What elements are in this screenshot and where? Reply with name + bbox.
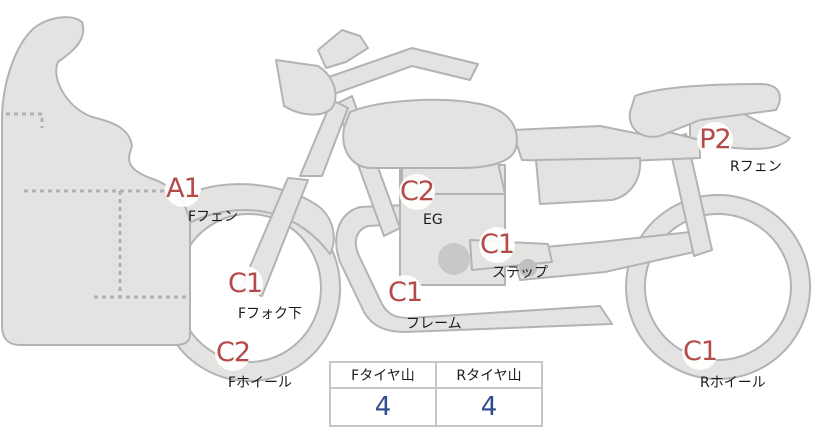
seat-cushion bbox=[628, 83, 781, 138]
front-fairing bbox=[1, 16, 191, 346]
headlight bbox=[275, 59, 337, 116]
label-frame: フレーム bbox=[406, 316, 462, 332]
label-front-fender: Fフェン bbox=[188, 209, 239, 225]
grade-front-wheel: C2 bbox=[215, 335, 251, 371]
front-tread-value: 4 bbox=[329, 387, 437, 427]
label-front-fork-lower: Fフォク下 bbox=[238, 306, 303, 322]
rear-tread-value: 4 bbox=[435, 387, 543, 427]
grade-rear-fender: P2 bbox=[697, 122, 733, 158]
grade-rear-wheel: C1 bbox=[682, 334, 718, 370]
frame-lower-loop bbox=[335, 204, 613, 333]
grade-front-fender: A1 bbox=[165, 171, 201, 207]
rear-wheel-ring bbox=[625, 194, 812, 380]
fairing-seam-top bbox=[6, 112, 44, 128]
side-cover bbox=[535, 157, 642, 205]
grade-step: C1 bbox=[479, 227, 515, 263]
front-tread-header: Fタイヤ山 bbox=[329, 361, 437, 389]
fuel-tank bbox=[342, 98, 518, 169]
fork-upper bbox=[299, 99, 349, 177]
label-engine: EG bbox=[423, 212, 443, 228]
grade-frame: C1 bbox=[387, 275, 423, 311]
label-front-wheel: Fホイール bbox=[228, 375, 293, 391]
engine-cover-circle bbox=[438, 243, 470, 275]
tire-tread-table: Fタイヤ山 Rタイヤ山 4 4 bbox=[329, 361, 543, 427]
fork-tube bbox=[239, 177, 309, 297]
rear-tread-header: Rタイヤ山 bbox=[435, 361, 543, 389]
label-rear-fender: Rフェン bbox=[730, 159, 782, 175]
grade-engine: C2 bbox=[399, 174, 435, 210]
step-pivot-circle bbox=[519, 259, 537, 277]
label-step: ステップ bbox=[492, 265, 548, 281]
label-rear-wheel: Rホイール bbox=[700, 375, 766, 391]
grade-front-fork-lower: C1 bbox=[227, 266, 263, 302]
handlebar bbox=[317, 29, 369, 69]
